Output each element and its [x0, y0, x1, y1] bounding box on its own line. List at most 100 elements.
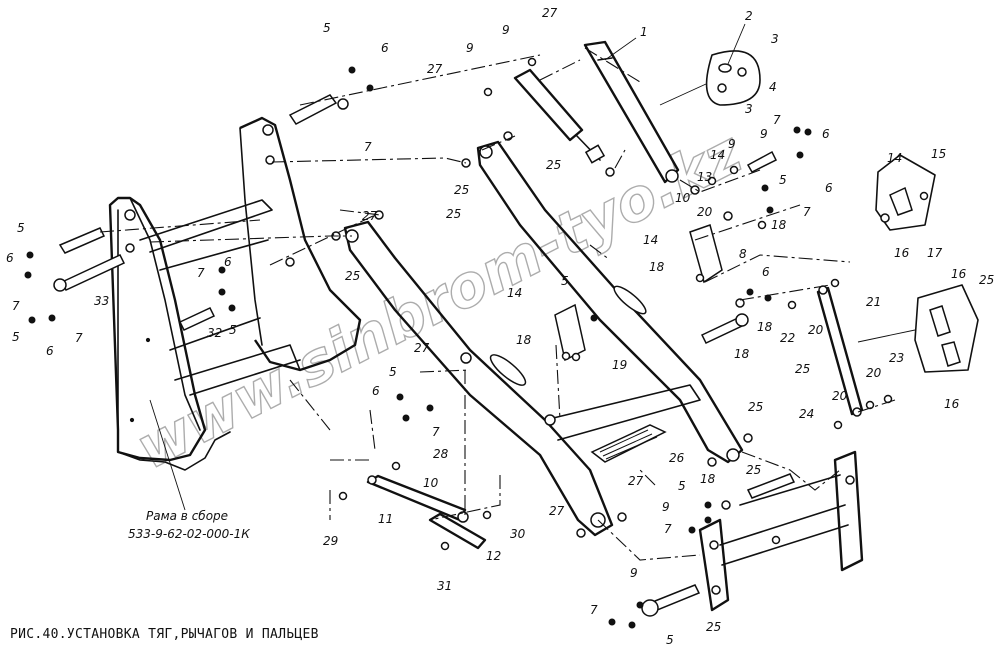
callout-9e: 10 — [423, 476, 439, 490]
callout-14c: 16 — [951, 267, 967, 281]
callout-5h: 5 — [678, 479, 686, 493]
callout-5f: 5 — [561, 274, 569, 288]
figure-caption: РИС.40.УСТАНОВКА ТЯГ,РЫЧАГОВ И ПАЛЬЦЕВ — [10, 627, 319, 642]
callout-6e: 6 — [372, 384, 380, 398]
callout-labels: 1 2 3 3 4 5 5 5 5 5 5 5 5 5 6 6 6 6 6 6 … — [6, 6, 994, 647]
callout-6c: 6 — [46, 344, 54, 358]
callout-5e: 5 — [389, 365, 397, 379]
callout-6d: 6 — [224, 255, 232, 269]
callout-14: 15 — [931, 147, 946, 161]
callout-5c: 5 — [12, 330, 20, 344]
callout-18b: 18 — [516, 333, 532, 347]
callout-18c: 19 — [612, 358, 627, 372]
callout-10: 13 — [697, 170, 712, 184]
frame-label-number: 533-9-62-02-000-1К — [128, 527, 250, 541]
side-tie-rod — [816, 285, 864, 417]
callout-7e: 7 — [432, 425, 440, 439]
callout-25g: 27 — [628, 474, 644, 488]
callout-6g: 6 — [825, 181, 833, 195]
callout-26: 27 — [414, 341, 430, 355]
callout-14d: 16 — [944, 397, 960, 411]
callout-16: 18 — [771, 218, 787, 232]
frame-label-name: Рама в сборе — [146, 509, 228, 523]
callout-18f: 20 — [866, 366, 882, 380]
callout-5: 5 — [323, 21, 331, 35]
callout-25d: 25 — [345, 269, 360, 283]
callout-27b: 27 — [427, 62, 443, 76]
callout-29: 33 — [94, 294, 109, 308]
pins-and-fasteners — [24, 57, 893, 629]
callout-18d: 20 — [808, 323, 824, 337]
main-frame — [108, 116, 362, 471]
callout-9g: 12 — [486, 549, 501, 563]
callout-7c: 7 — [75, 331, 83, 345]
callout-7d: 7 — [197, 266, 205, 280]
callout-7g: 7 — [803, 205, 811, 219]
callout-3b: 3 — [745, 102, 753, 116]
callout-18e: 20 — [832, 389, 848, 403]
callout-9d: 10 — [675, 191, 691, 205]
callout-9: 9 — [466, 41, 474, 55]
callout-20c: 23 — [889, 351, 904, 365]
callout-15: 17 — [927, 246, 943, 260]
callout-7i: 9 — [662, 500, 670, 514]
callout-7: 7 — [364, 140, 372, 154]
callout-27c: 28 — [433, 447, 449, 461]
callout-27f: 31 — [437, 579, 452, 593]
callout-6i: 7 — [664, 522, 672, 536]
callout-9b: 9 — [502, 23, 510, 37]
callout-9f: 11 — [378, 512, 393, 526]
callout-9c: 9 — [728, 137, 736, 151]
callout-7b: 7 — [12, 299, 20, 313]
detail-inset-2-4 — [659, 50, 761, 106]
callout-27d: 29 — [323, 534, 338, 548]
upper-tie-rod — [583, 40, 680, 184]
loader-boom-arms — [343, 140, 744, 537]
callout-7j: 9 — [630, 566, 638, 580]
lower-tie-rods — [366, 474, 487, 550]
callout-27: 27 — [542, 6, 558, 20]
callout-25h: 27 — [549, 504, 565, 518]
callout-22: 25 — [979, 273, 994, 287]
callout-14b: 16 — [894, 246, 910, 260]
callout-3: 3 — [771, 32, 779, 46]
callout-6j: 7 — [590, 603, 598, 617]
callout-16b: 18 — [757, 320, 773, 334]
callout-20: 21 — [866, 295, 881, 309]
callout-17: 18 — [734, 347, 750, 361]
callout-23: 25 — [746, 463, 761, 477]
callout-6b: 6 — [6, 251, 14, 265]
callout-11: 14 — [643, 233, 658, 247]
callout-5d: 5 — [229, 323, 237, 337]
callout-16c: 18 — [700, 472, 716, 486]
detail-inset-13-15 — [875, 154, 936, 231]
callout-5i: 5 — [666, 633, 674, 647]
callout-25f: 26 — [669, 451, 685, 465]
callout-25: 25 — [446, 207, 461, 221]
assembly-centerlines — [99, 47, 896, 561]
callout-6f: 6 — [822, 127, 830, 141]
callout-4: 4 — [769, 80, 777, 94]
callout-10b: 14 — [710, 148, 725, 162]
implement-bracket — [698, 450, 864, 612]
callout-24: 25 — [706, 620, 721, 634]
callout-12: 14 — [507, 286, 522, 300]
callout-6h: 6 — [762, 265, 770, 279]
callout-21: 25 — [795, 362, 810, 376]
callout-7f: 7 — [773, 113, 781, 127]
callout-25b: 25 — [546, 158, 561, 172]
callout-20b: 22 — [780, 331, 795, 345]
callout-25e: 25 — [748, 400, 763, 414]
callout-20d: 24 — [799, 407, 814, 421]
callout-8: 9 — [760, 127, 768, 141]
callout-6: 6 — [381, 41, 389, 55]
callout-28: 32 — [207, 326, 222, 340]
callout-18: 18 — [649, 260, 665, 274]
callout-25i: 27 — [362, 209, 378, 223]
callout-19: 20 — [697, 205, 713, 219]
callout-2: 2 — [745, 9, 753, 23]
callout-1: 1 — [640, 25, 648, 39]
detail-inset-14-22 — [857, 284, 979, 373]
callout-5g: 5 — [779, 173, 787, 187]
